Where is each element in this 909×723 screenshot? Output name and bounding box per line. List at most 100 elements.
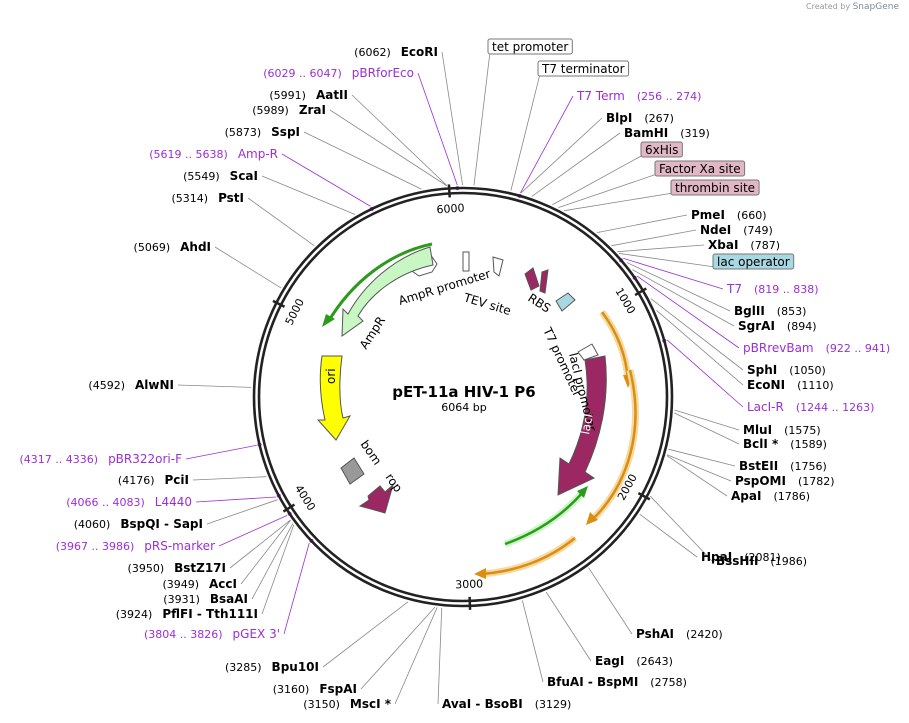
feature-box-text: tet promoter <box>492 40 568 54</box>
enzyme-coord: (1589) <box>790 438 827 451</box>
enzyme-coord: (2758) <box>650 676 687 689</box>
enzyme-coord: (894) <box>787 320 817 333</box>
primer-site[interactable]: T7(819 .. 838) <box>726 282 819 296</box>
primer-site[interactable]: LacI-R(1244 .. 1263) <box>747 400 874 414</box>
enzyme-coord: (3950) <box>128 562 165 575</box>
leader-line <box>218 515 288 547</box>
leader-line <box>192 476 267 481</box>
enzyme-site[interactable]: ApaI(1786) <box>731 489 810 503</box>
enzyme-site[interactable]: BamHI(319) <box>624 126 710 140</box>
enzyme-site[interactable]: AvaI - BsoBI(3129) <box>442 697 571 711</box>
enzyme-coord: (5314) <box>171 192 208 205</box>
primer-site[interactable]: pGEX 3'(3804 .. 3826) <box>144 627 280 641</box>
enzyme-site[interactable]: PstI (5314) <box>171 191 244 205</box>
enzyme-coord: (3949) <box>162 578 199 591</box>
feature-box-text: thrombin site <box>675 181 755 195</box>
enzyme-name: PspOMI <box>735 474 786 488</box>
t7-promoter-marker <box>555 292 576 312</box>
primer-name: T7 Term <box>576 89 625 103</box>
enzyme-name: SspI <box>271 125 300 139</box>
enzyme-site[interactable]: NdeI(749) <box>700 223 773 237</box>
enzyme-coord: (4592) <box>88 379 125 392</box>
orf-green <box>503 489 586 548</box>
primer-name: Amp-R <box>238 147 278 161</box>
enzyme-name: PstI <box>218 191 244 205</box>
primer-site[interactable]: Amp-R(5619 .. 5638) <box>149 147 278 161</box>
enzyme-site[interactable]: PspOMI(1782) <box>735 474 835 488</box>
leader-line <box>632 269 735 327</box>
enzyme-site[interactable]: BsaAI(3931) <box>163 592 248 606</box>
primer-site[interactable]: pRS-marker(3967 .. 3986) <box>56 539 215 553</box>
feature-box-label[interactable]: Factor Xa site <box>654 160 746 177</box>
leader-line <box>329 109 447 186</box>
enzyme-name: ApaI <box>731 489 761 503</box>
enzyme-site[interactable]: SgrAI(894) <box>738 319 817 333</box>
enzyme-site[interactable]: PshAI(2420) <box>636 627 723 641</box>
enzyme-site[interactable]: MluI(1575) <box>743 423 821 437</box>
feature-box-bg <box>640 141 683 158</box>
enzyme-site[interactable]: AatII (5991) <box>269 88 348 102</box>
feature-box-text: T7 terminator <box>541 62 625 76</box>
enzyme-site[interactable]: BglII(853) <box>734 304 806 318</box>
leader-line <box>195 496 277 503</box>
leader-line <box>240 520 291 585</box>
enzyme-site[interactable]: AccI(3949) <box>162 577 237 591</box>
enzyme-coord: (5991) <box>269 89 306 102</box>
rbs-marker-1 <box>524 267 540 291</box>
enzyme-site[interactable]: MscI *(3150) <box>303 697 391 711</box>
enzyme-coord: (853) <box>777 305 807 318</box>
feature-box-label[interactable]: T7 terminator <box>537 60 630 77</box>
enzyme-site[interactable]: EcoRI(6062) <box>354 45 438 59</box>
primer-site[interactable]: pBR322ori-F(4317 .. 4336) <box>20 452 183 466</box>
enzyme-coord: (3924) <box>116 608 153 621</box>
rbs-marker-2 <box>539 269 549 294</box>
enzyme-site[interactable]: EcoNI(1110) <box>747 378 834 392</box>
enzyme-name: BclI * <box>743 437 779 451</box>
feature-box-bg <box>654 160 746 177</box>
enzyme-site[interactable]: SspI(5873) <box>225 125 300 139</box>
enzyme-site[interactable]: BssHII(1986) <box>716 554 807 568</box>
feature-box-text: Factor Xa site <box>659 162 741 176</box>
enzyme-site[interactable]: XbaI(787) <box>708 238 780 252</box>
enzyme-site[interactable]: BlpI(267) <box>606 111 674 125</box>
enzyme-name: FspAI <box>319 682 357 696</box>
enzyme-site[interactable]: BstZ17I(3950) <box>128 561 226 575</box>
enzyme-site[interactable]: AlwNI (4592) <box>88 378 174 392</box>
enzyme-site[interactable]: PflFI - Tth111I(3924) <box>116 607 258 621</box>
plasmid-name: pET-11a HIV-1 P6 <box>392 383 535 401</box>
credit-prefix: Created by <box>806 2 851 11</box>
enzyme-name: AatII <box>316 88 348 102</box>
feature-box-label[interactable]: 6xHis <box>640 141 683 158</box>
leader-line <box>531 132 621 197</box>
ampr-line-head <box>322 314 335 327</box>
primer-name: pBRrevBam <box>743 341 814 355</box>
enzyme-site[interactable]: SphI(1050) <box>747 363 826 377</box>
enzyme-site[interactable]: Bpu10I(3285) <box>225 660 319 674</box>
primer-name: pRS-marker <box>144 539 215 553</box>
enzyme-site[interactable]: FspAI(3160) <box>273 682 357 696</box>
enzyme-site[interactable]: HpaI(2081) <box>701 550 781 564</box>
enzyme-coord: (1050) <box>789 364 826 377</box>
feature-box-label[interactable]: tet promoter <box>487 38 573 55</box>
enzyme-site[interactable]: AhdI(5069) <box>134 240 211 254</box>
primer-site[interactable]: pBRrevBam(922 .. 941) <box>743 341 890 355</box>
enzyme-site[interactable]: BspQI - SapI(4060) <box>74 517 203 531</box>
enzyme-site[interactable]: BclI * (1589) <box>743 437 827 451</box>
leader-line <box>360 606 436 690</box>
feature-box-label[interactable]: lac operator <box>712 253 795 270</box>
enzyme-name: EcoNI <box>747 378 785 392</box>
enzyme-site[interactable]: BfuAI - BspMI(2758) <box>547 675 687 689</box>
enzyme-site[interactable]: ScaI(5549) <box>183 169 258 183</box>
primer-site[interactable]: pBRforEco(6029 .. 6047) <box>263 66 414 80</box>
enzyme-site[interactable]: PciI(4176) <box>118 473 189 487</box>
primer-site[interactable]: L4440(4066 .. 4083) <box>66 495 192 509</box>
enzyme-site[interactable]: EagI(2643) <box>595 654 673 668</box>
enzyme-site[interactable]: BstEII(1756) <box>739 459 827 473</box>
laci-arrow <box>557 355 607 496</box>
enzyme-name: AlwNI <box>135 378 174 392</box>
enzyme-site[interactable]: PmeI(660) <box>691 208 767 222</box>
enzyme-site[interactable]: ZraI(5989) <box>252 103 326 117</box>
enzyme-coord: (3129) <box>535 698 572 711</box>
primer-site[interactable]: T7 Term(256 .. 274) <box>576 89 701 103</box>
feature-box-label[interactable]: thrombin site <box>670 179 760 196</box>
